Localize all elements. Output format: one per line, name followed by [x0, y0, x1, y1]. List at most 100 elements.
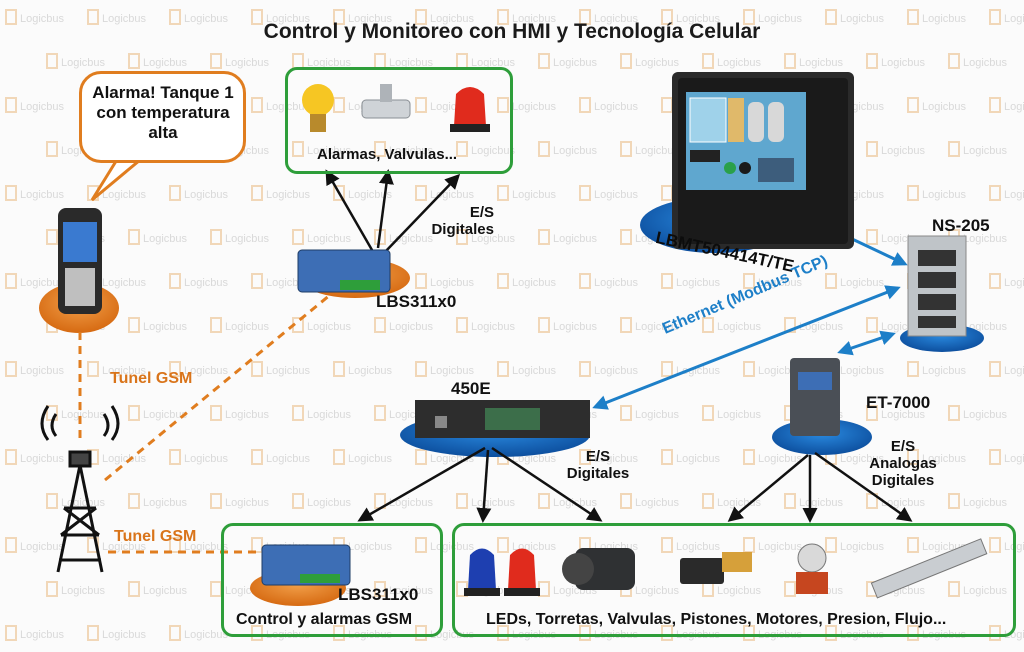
watermark-logo: Logicbus — [5, 361, 65, 377]
svg-text:Logicbus: Logicbus — [512, 101, 557, 113]
phone-device — [58, 208, 102, 314]
watermark-logo: Logicbus — [620, 141, 680, 157]
beacon-icon — [450, 87, 490, 132]
svg-text:Logicbus: Logicbus — [430, 453, 475, 465]
watermark-logo: Logicbus — [128, 53, 188, 69]
watermark-logo: Logicbus — [415, 273, 475, 289]
svg-text:Logicbus: Logicbus — [676, 541, 721, 553]
watermark-logo: Logicbus — [5, 273, 65, 289]
watermark-logo: Logicbus — [948, 581, 1008, 597]
svg-text:Logicbus: Logicbus — [1004, 189, 1024, 201]
svg-text:Logicbus: Logicbus — [1004, 101, 1024, 113]
watermark-logo: Logicbus — [251, 97, 311, 113]
lbs-top-label: LBS311x0 — [376, 292, 457, 311]
watermark-logo: Logicbus — [415, 361, 475, 377]
arrow-450e-to-lbs-bottom — [357, 446, 486, 522]
watermark-logo: Logicbus — [46, 53, 106, 69]
watermark-logo: Logicbus — [128, 493, 188, 509]
svg-text:Logicbus: Logicbus — [471, 145, 516, 157]
svg-text:Logicbus: Logicbus — [389, 57, 434, 69]
svg-text:Logicbus: Logicbus — [20, 541, 65, 553]
gsm-box-label: Control y alarmas GSM — [236, 611, 413, 628]
controller-450e — [415, 400, 590, 438]
svg-text:Logicbus: Logicbus — [184, 13, 229, 25]
svg-text:Logicbus: Logicbus — [266, 365, 311, 377]
watermark-logo: Logicbus — [907, 97, 967, 113]
switch-label: NS-205 — [932, 216, 990, 235]
watermark-logo: Logicbus — [948, 53, 1008, 69]
watermark-logo: Logicbus — [579, 449, 639, 465]
svg-text:Logicbus: Logicbus — [1004, 453, 1024, 465]
watermark-logo: Logicbus — [989, 9, 1024, 25]
svg-text:Logicbus: Logicbus — [553, 321, 598, 333]
watermark-logo: Logicbus — [661, 537, 721, 553]
svg-text:Logicbus: Logicbus — [266, 189, 311, 201]
svg-text:Logicbus: Logicbus — [922, 101, 967, 113]
svg-text:Logicbus: Logicbus — [881, 57, 926, 69]
svg-text:Logicbus: Logicbus — [143, 321, 188, 333]
watermark-logo: Logicbus — [456, 229, 516, 245]
watermark-logo: Logicbus — [620, 53, 680, 69]
svg-text:Logicbus: Logicbus — [61, 409, 106, 421]
pressure-sensor-icon — [680, 552, 752, 584]
svg-text:Logicbus: Logicbus — [635, 497, 680, 509]
watermark-logo: Logicbus — [46, 581, 106, 597]
watermark-logo: Logicbus — [579, 97, 639, 113]
lbs-bottom-device — [261, 544, 351, 586]
watermark-logo: Logicbus — [210, 405, 270, 421]
watermark-logo: Logicbus — [948, 141, 1008, 157]
watermark-logo: Logicbus — [251, 449, 311, 465]
svg-text:Logicbus: Logicbus — [348, 13, 393, 25]
bulb-icon — [302, 84, 334, 132]
svg-text:Logicbus: Logicbus — [963, 57, 1008, 69]
gsm-tunnel-label-lower: Tunel GSM — [114, 528, 197, 545]
svg-text:Logicbus: Logicbus — [1004, 277, 1024, 289]
svg-text:Logicbus: Logicbus — [184, 453, 229, 465]
svg-text:Logicbus: Logicbus — [143, 233, 188, 245]
arrow-lbs-to-valve — [376, 169, 394, 249]
arrow-lbs-to-bulb — [325, 169, 374, 251]
watermark-logo: Logicbus — [456, 317, 516, 333]
es-digital-top-label: E/S Digitales — [431, 204, 494, 238]
gsm-tunnel-label-upper: Tunel GSM — [110, 370, 193, 387]
watermark-logo: Logicbus — [989, 185, 1024, 201]
svg-text:Logicbus: Logicbus — [348, 541, 393, 553]
watermark-logo: Logicbus — [292, 141, 352, 157]
arrow-450e-to-leds — [476, 449, 492, 523]
watermark-logo: Logicbus — [87, 537, 147, 553]
field-devices-box — [452, 523, 1016, 637]
watermark-logo: Logicbus — [333, 9, 393, 25]
watermark-logo: Logicbus — [128, 229, 188, 245]
watermark-logo: Logicbus — [948, 493, 1008, 509]
svg-text:Logicbus: Logicbus — [471, 57, 516, 69]
svg-text:Logicbus: Logicbus — [61, 57, 106, 69]
svg-text:Logicbus: Logicbus — [143, 57, 188, 69]
svg-text:Logicbus: Logicbus — [594, 13, 639, 25]
watermark-logo: Logicbus — [456, 493, 516, 509]
alert-bubble — [79, 71, 246, 163]
svg-text:Logicbus: Logicbus — [676, 13, 721, 25]
watermark-logo: Logicbus — [702, 493, 762, 509]
arrow-450e-to-motors — [491, 446, 603, 522]
svg-text:Logicbus: Logicbus — [102, 541, 147, 553]
svg-text:Logicbus: Logicbus — [184, 365, 229, 377]
watermark-logo: Logicbus — [538, 317, 598, 333]
svg-text:Logicbus: Logicbus — [635, 409, 680, 421]
cell-tower — [40, 405, 120, 573]
watermark-logo: Logicbus — [989, 449, 1024, 465]
watermark-logo: Logicbus — [169, 537, 229, 553]
svg-text:Logicbus: Logicbus — [512, 189, 557, 201]
svg-text:Logicbus: Logicbus — [553, 57, 598, 69]
svg-text:Logicbus: Logicbus — [266, 13, 311, 25]
svg-text:Logicbus: Logicbus — [471, 497, 516, 509]
svg-text:Logicbus: Logicbus — [307, 321, 352, 333]
watermark-logo: Logicbus — [579, 9, 639, 25]
io-module-et7000 — [790, 358, 840, 436]
svg-text:Logicbus: Logicbus — [266, 453, 311, 465]
svg-text:Logicbus: Logicbus — [225, 409, 270, 421]
red-light-icon — [504, 548, 540, 596]
watermark-logo: Logicbus — [292, 405, 352, 421]
svg-text:Logicbus: Logicbus — [143, 409, 188, 421]
